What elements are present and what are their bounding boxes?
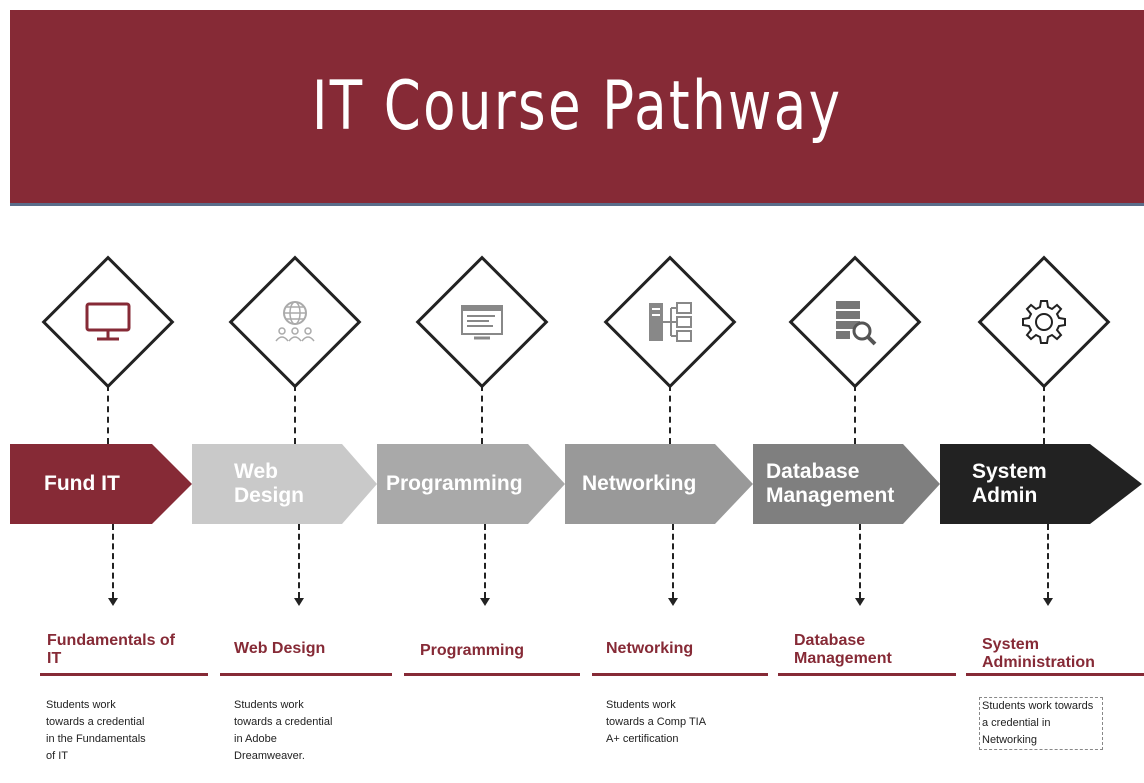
arrowhead-4 [668, 598, 678, 606]
heading-networking: Networking [606, 640, 694, 657]
connector-top-5 [854, 385, 856, 444]
description-networking: Students work towards a Comp TIA A+ cert… [606, 699, 706, 745]
arrow-fund-it [10, 444, 192, 524]
underline-6 [966, 673, 1144, 676]
stage-label-web-design: Web Design [234, 460, 305, 507]
connector-bottom-6 [1047, 524, 1049, 598]
connector-top-2 [294, 385, 296, 444]
title-banner: IT Course Pathway [10, 10, 1144, 206]
stage-label-database: Database Management [766, 460, 895, 507]
underline-4 [592, 673, 768, 676]
connector-top-1 [107, 385, 109, 444]
heading-web-design: Web Design [234, 640, 326, 657]
arrowhead-2 [294, 598, 304, 606]
underline-5 [778, 673, 956, 676]
arrow-system-admin [940, 444, 1142, 524]
connector-bottom-4 [672, 524, 674, 598]
arrowhead-6 [1043, 598, 1053, 606]
arrow-programming [377, 444, 565, 524]
code-window-icon [454, 294, 510, 350]
heading-programming: Programming [420, 642, 525, 659]
pathway-arrows [10, 444, 1142, 524]
arrowhead-3 [480, 598, 490, 606]
arrow-web-design [192, 444, 377, 524]
connector-bottom-1 [112, 524, 114, 598]
connector-bottom-3 [484, 524, 486, 598]
connector-top-4 [669, 385, 671, 444]
connector-bottom-2 [298, 524, 300, 598]
description-fundamentals: Students work towards a credential in th… [46, 699, 146, 762]
connector-top-6 [1043, 385, 1045, 444]
monitor-icon [80, 294, 136, 350]
heading-fundamentals: Fundamentals of IT [47, 632, 176, 667]
arrow-networking [565, 444, 753, 524]
heading-database: Database Management [794, 632, 892, 667]
stage-label-programming: Programming [386, 472, 523, 495]
underline-2 [220, 673, 392, 676]
stage-label-networking: Networking [582, 472, 697, 495]
underline-3 [404, 673, 580, 676]
underline-1 [40, 673, 208, 676]
stage-label-fund-it: Fund IT [44, 472, 120, 495]
heading-system-admin: System Administration [982, 636, 1095, 671]
arrowhead-1 [108, 598, 118, 606]
gear-icon [1016, 294, 1072, 350]
arrow-database [753, 444, 940, 524]
network-server-icon [642, 294, 698, 350]
page-title: IT Course Pathway [311, 67, 843, 146]
description-system-admin: Students work towards a credential in Ne… [979, 697, 1103, 750]
connector-top-3 [481, 385, 483, 444]
arrowhead-5 [855, 598, 865, 606]
connector-bottom-5 [859, 524, 861, 598]
database-search-icon [827, 294, 883, 350]
stage-label-system-admin: System Admin [972, 460, 1047, 507]
description-web-design: Students work towards a credential in Ad… [234, 699, 333, 762]
globe-people-icon [267, 294, 323, 350]
